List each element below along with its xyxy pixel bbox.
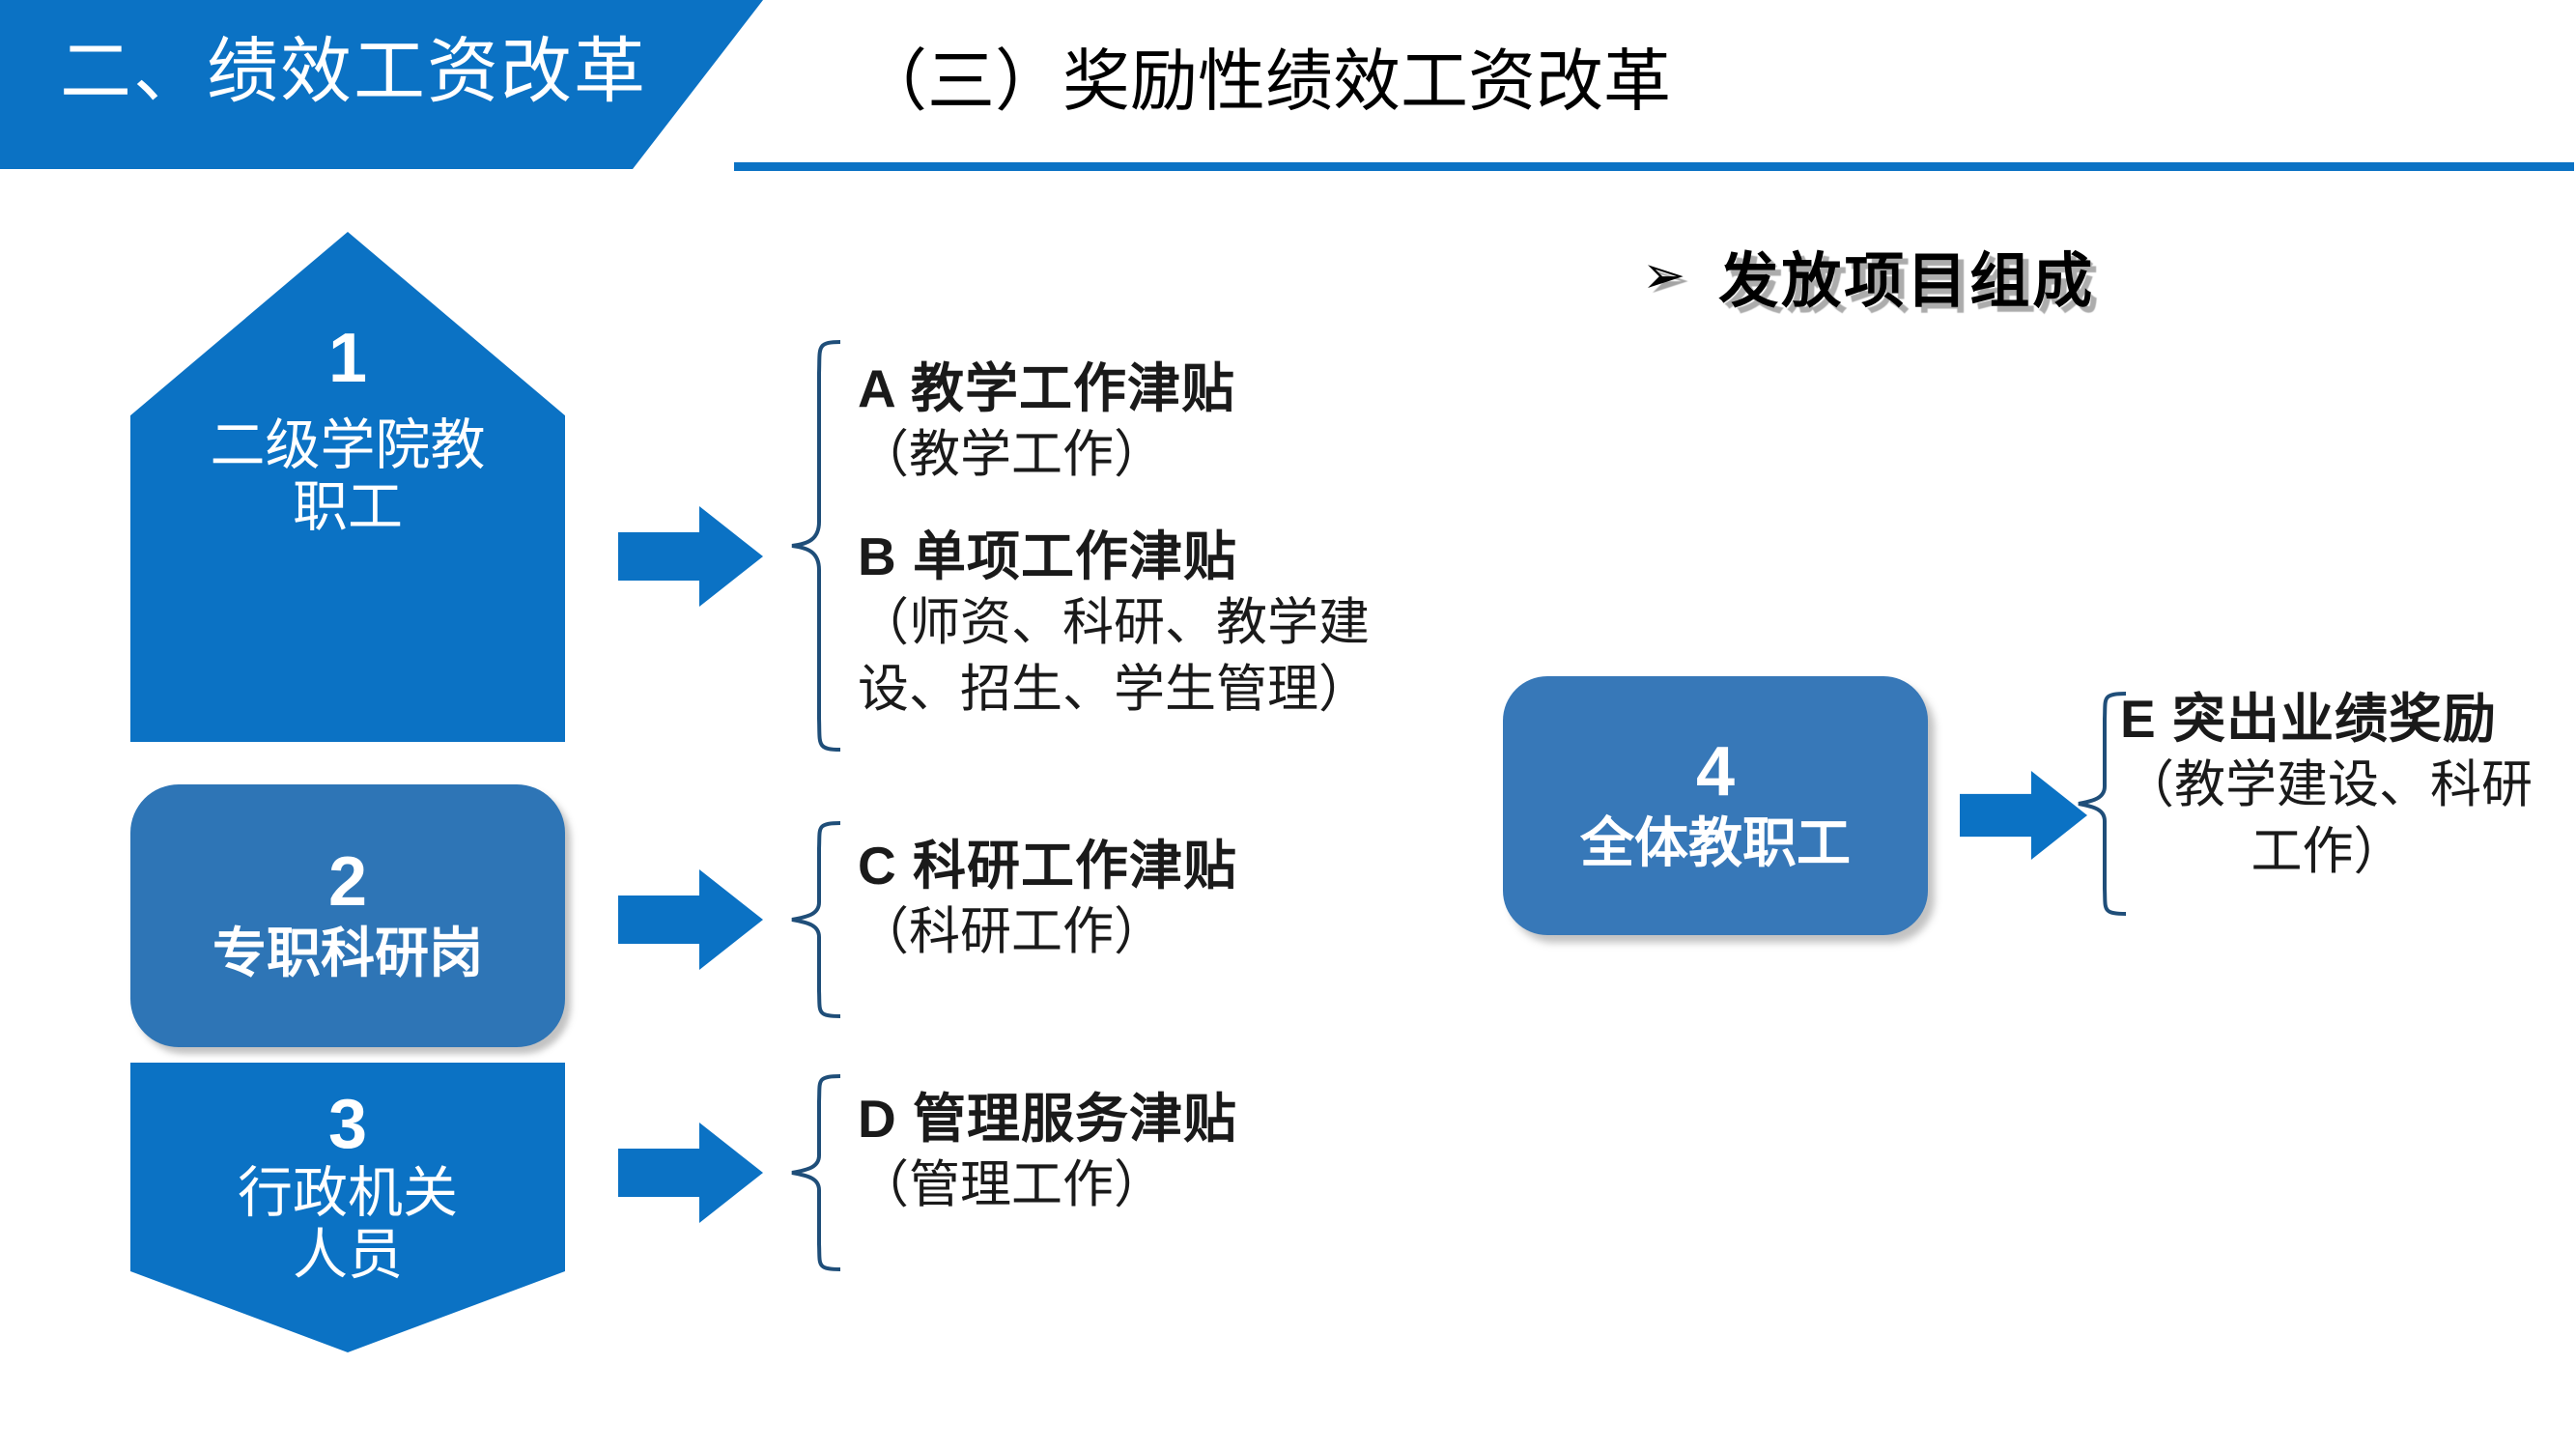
group-number-4: 4 (1695, 732, 1736, 810)
item-group-c: C 科研工作津贴 （科研工作） (858, 833, 1237, 966)
item-group-a: A 教学工作津贴 （教学工作） (858, 355, 1235, 489)
group-label-3-line2: 人员 (293, 1224, 403, 1286)
section-heading-label: 发放项目组成 (1718, 248, 2096, 315)
curly-brace-icon-3 (787, 1072, 845, 1273)
group-label-3-line1: 行政机关 (238, 1162, 458, 1224)
item-group-e: E 突出业绩奖励 （教学建设、科研工作） (2120, 686, 2535, 886)
item-b-title: B 单项工作津贴 (858, 526, 1238, 586)
group-label-1-line1: 二级学院教 (210, 415, 486, 477)
item-d-title: D 管理服务津贴 (858, 1089, 1238, 1149)
group-number-1: 1 (327, 320, 368, 397)
item-group-d: D 管理服务津贴 （管理工作） (858, 1086, 1237, 1219)
arrow-right-icon-4 (1960, 771, 2087, 860)
group-label-1-line2: 职工 (293, 477, 403, 539)
item-a-desc: （教学工作） (858, 427, 1165, 484)
item-a-title: A 教学工作津贴 (858, 358, 1235, 418)
item-b-desc: （师资、科研、教学建设、招生、学生管理） (858, 595, 1370, 719)
group-label-2: 专职科研岗 (212, 923, 483, 984)
header-banner-shape (0, 0, 763, 169)
group-label-4: 全体教职工 (1580, 812, 1851, 874)
curly-brace-icon-1 (787, 338, 845, 753)
item-c-title: C 科研工作津贴 (858, 836, 1238, 896)
arrow-right-icon-3 (618, 1123, 763, 1223)
group-shape-4[interactable]: 4 全体教职工 (1503, 676, 1928, 935)
group-number-3: 3 (327, 1086, 368, 1164)
page-title: （三）奖励性绩效工资改革 (860, 45, 1671, 120)
header-divider (734, 162, 2574, 171)
arrow-right-icon-1 (618, 506, 763, 607)
item-d-desc: （管理工作） (858, 1157, 1165, 1214)
group-number-2: 2 (327, 842, 368, 921)
bullet-arrow-icon: ➢ (1642, 246, 1686, 304)
item-group-b: B 单项工作津贴 （师资、科研、教学建设、招生、学生管理） (858, 524, 1457, 724)
item-c-desc: （科研工作） (858, 904, 1165, 961)
group-shape-2[interactable]: 2 专职科研岗 (130, 784, 565, 1047)
group-shape-3[interactable]: 3 行政机关 人员 (130, 1063, 565, 1352)
arrow-right-icon-2 (618, 869, 763, 970)
item-e-title: E 突出业绩奖励 (2120, 689, 2497, 749)
slide-header: 二、绩效工资改革 （三）奖励性绩效工资改革 (0, 0, 2576, 184)
header-banner-label: 二、绩效工资改革 (60, 33, 647, 112)
curly-brace-icon-2 (787, 819, 845, 1020)
section-heading: ➢ 发放项目组成 (1642, 232, 2095, 319)
group-shape-1[interactable]: 1 二级学院教 职工 (130, 232, 565, 742)
curly-brace-icon-4 (2075, 690, 2131, 918)
item-e-desc: （教学建设、科研工作） (2123, 757, 2533, 881)
